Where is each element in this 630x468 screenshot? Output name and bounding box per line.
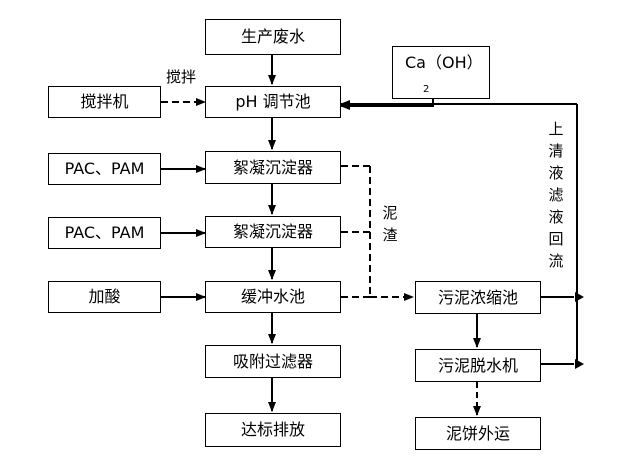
caoh-subscript: 2 [423,84,430,95]
label-sludge: 泥渣 [382,204,398,244]
return-arrowhead-dewater [575,359,584,369]
label-return-clip: 上清液滤液回流 [544,118,568,276]
node-buffer: 缓冲水池 [205,281,341,313]
node-floc2: 絮凝沉淀器 [205,216,341,248]
caoh-formula: Ca（OH） [405,53,483,72]
node-wastewater: 生产废水 [205,19,341,55]
node-thickener: 污泥浓缩池 [415,281,541,314]
label-stir: 搅拌 [166,68,197,86]
node-mixer: 搅拌机 [48,86,161,118]
node-acid: 加酸 [48,281,161,313]
label-return: 上清液滤液回流 [548,120,564,270]
arrow-caoh-to-ph [340,99,434,110]
node-adsorb: 吸附过滤器 [205,345,341,378]
node-pac2: PAC、PAM [48,217,161,249]
node-pac1: PAC、PAM [48,153,161,185]
node-floc1: 絮凝沉淀器 [205,151,341,184]
node-ph-tank: pH 调节池 [205,86,341,118]
node-dewater: 污泥脱水机 [415,349,541,382]
node-cake: 泥饼外运 [415,417,541,450]
node-discharge: 达标排放 [205,413,341,447]
node-caoh: Ca（OH） 2 [392,46,490,99]
return-arrowhead-thickener [575,292,584,302]
